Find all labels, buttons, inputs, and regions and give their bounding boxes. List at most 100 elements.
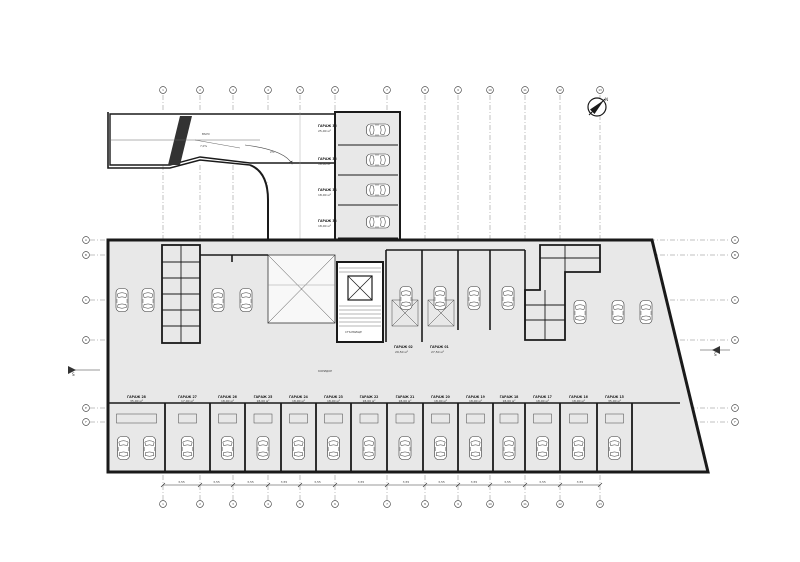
garage-door-symbol — [569, 413, 588, 424]
car-symbol — [536, 436, 549, 460]
bottom-garage-area: 18,00 м² — [327, 399, 341, 403]
garage-door-symbol — [605, 413, 624, 424]
grid-bubble — [731, 336, 739, 344]
bottom-garage-area: 18,00 м² — [572, 399, 586, 403]
dimension-label: 3,55 — [539, 480, 546, 484]
car-symbol — [502, 436, 516, 460]
grid-bubble-label: 13 — [598, 502, 602, 506]
bottom-garage-area: 18,00 м² — [221, 399, 235, 403]
grid-bubble — [521, 500, 529, 508]
car-symbol — [572, 436, 585, 460]
grid-bubble — [159, 500, 167, 508]
grid-bubble — [229, 86, 237, 94]
bottom-garage-area: 17,00 м² — [181, 399, 195, 403]
grid-bubble-label: 3 — [232, 502, 234, 506]
car-symbol — [292, 436, 305, 460]
bottom-garage-area: 18,00 м² — [502, 399, 516, 403]
car-symbol — [434, 436, 447, 460]
garage-door-symbol — [499, 413, 519, 424]
bottom-garage-title: ГАРАЖ 27 — [178, 395, 197, 399]
grid-bubble — [296, 86, 304, 94]
section-label-right: S — [714, 352, 717, 357]
garage-33-title: ГАРАЖ 33 — [318, 219, 337, 223]
grid-bubble — [731, 418, 739, 426]
garage-34-area: 18,00 м² — [318, 193, 332, 197]
grid-bubble-label: 1 — [162, 88, 164, 92]
car-symbol — [573, 300, 587, 324]
bottom-garage-title: ГАРАЖ 24 — [289, 395, 309, 399]
car-symbol — [608, 436, 621, 460]
grid-bubble-label: F — [85, 420, 87, 424]
garage-door-symbol — [533, 413, 552, 424]
bottom-garage-title: ГАРАЖ 22 — [360, 395, 379, 399]
grid-bubble-label: 2 — [199, 502, 201, 506]
car-symbol — [639, 300, 653, 324]
grid-bubble — [596, 500, 604, 508]
bottom-garage-title: ГАРАЖ 28 — [127, 395, 147, 399]
grid-bubble — [264, 500, 272, 508]
grid-bubble — [486, 86, 494, 94]
ramp-top-label: ВЪРХ — [202, 132, 210, 136]
ramp-angle-label: 2% — [270, 150, 275, 154]
car-symbol — [399, 286, 413, 310]
bottom-garage-area: 18,00 м² — [398, 399, 412, 403]
grid-bubble — [82, 404, 90, 412]
dimension-label: 3,55 — [504, 480, 511, 484]
grid-bubble-label: 7 — [386, 88, 388, 92]
north-arrow: N — [587, 97, 608, 117]
grid-bubble-label: B — [734, 253, 736, 257]
grid-bubble-label: 12 — [558, 88, 562, 92]
grid-bubble-label: 12 — [558, 502, 562, 506]
grid-bubble — [383, 86, 391, 94]
grid-bubble — [82, 336, 90, 344]
grid-bubble-label: 9 — [457, 502, 459, 506]
bottom-garage-title: ГАРАЖ 17 — [533, 395, 552, 399]
grid-bubble-label: 5 — [299, 88, 301, 92]
bottom-garage-area: 18,00 м² — [362, 399, 376, 403]
garage-01-title: ГАРАЖ 01 — [430, 345, 449, 349]
corridor-label: КОРИДОР — [318, 369, 332, 373]
grid-bubble — [331, 86, 339, 94]
car-symbol — [115, 288, 129, 312]
grid-bubble — [196, 86, 204, 94]
bottom-garage-title: ГАРАЖ 23 — [324, 395, 343, 399]
dimension-label: 3,55 — [358, 480, 365, 484]
garage-35-title: ГАРАЖ 35 — [318, 157, 337, 161]
dimension-label: 3,55 — [471, 480, 478, 484]
grid-bubble-label: A — [734, 238, 736, 242]
car-symbol — [433, 286, 447, 310]
bottom-garage-title: ГАРАЖ 26 — [218, 395, 238, 399]
grid-bubble-label: B — [85, 253, 87, 257]
grid-bubble — [383, 500, 391, 508]
car-symbol — [211, 288, 225, 312]
garage-36-area: 25,00 м² — [318, 129, 332, 133]
grid-bubble — [82, 251, 90, 259]
car-symbol — [469, 436, 482, 460]
grid-bubble — [454, 86, 462, 94]
grid-bubble — [556, 86, 564, 94]
garage-02-title: ГАРАЖ 02 — [394, 345, 413, 349]
section-label-left: S — [72, 372, 75, 377]
car-symbol — [239, 288, 253, 312]
grid-bubble-label: 11 — [523, 88, 527, 92]
car-symbol — [327, 436, 340, 460]
car-symbol — [256, 436, 270, 460]
grid-bubble — [486, 500, 494, 508]
garage-door-symbol — [218, 413, 237, 424]
car-symbol — [501, 286, 515, 310]
bottom-garage-area: 35,00 м² — [130, 399, 144, 403]
garage-door-symbol — [359, 413, 379, 424]
garage-door-symbol — [395, 413, 415, 424]
car-symbol — [143, 436, 156, 460]
north-label: N — [605, 97, 608, 102]
grid-bubble — [596, 86, 604, 94]
grid-bubble-label: 11 — [523, 502, 527, 506]
grid-bubble-label: 6 — [334, 502, 336, 506]
grid-bubble-label: 8 — [424, 88, 426, 92]
grid-bubble — [421, 500, 429, 508]
grid-bubble-label: 7 — [386, 502, 388, 506]
car-symbol — [117, 436, 130, 460]
